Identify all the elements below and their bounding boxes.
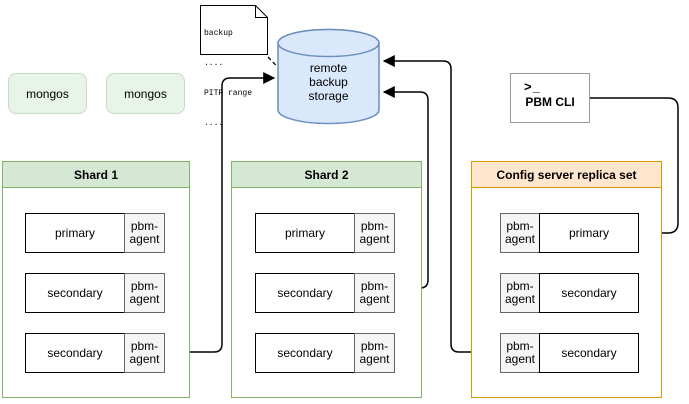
remote-backup-storage: remote backup storage [277, 28, 380, 125]
container-title: Shard 2 [304, 167, 349, 182]
config-secondary-row: pbm-agent secondary [500, 333, 639, 373]
node-box: primary [25, 213, 125, 253]
pbm-agent-box: pbm-agent [124, 273, 165, 313]
backup-note-card: backup .... PITR range .... [200, 5, 268, 128]
pbm-agent-box: pbm-agent [354, 213, 395, 253]
shard1-secondary-row: secondary pbm-agent [25, 273, 165, 313]
pbm-agent-box: pbm-agent [500, 213, 540, 253]
node-box: secondary [25, 333, 125, 373]
pbm-agent-box: pbm-agent [500, 333, 540, 373]
terminal-prompt-icon: >_ [524, 79, 541, 94]
note-line: PITR range [204, 89, 253, 98]
mongos-box-1: mongos [8, 73, 87, 114]
pbm-agent-box: pbm-agent [500, 273, 540, 313]
note-line: .... [204, 119, 224, 128]
shard1-header: Shard 1 [3, 162, 189, 188]
node-box: secondary [539, 333, 639, 373]
shard1-secondary-row: secondary pbm-agent [25, 333, 165, 373]
node-box: primary [539, 213, 639, 253]
note-shape-icon [200, 5, 268, 55]
shard1-primary-row: primary pbm-agent [25, 213, 165, 253]
node-box: secondary [255, 273, 355, 313]
pbm-agent-box: pbm-agent [124, 213, 165, 253]
mongos-box-2: mongos [106, 73, 185, 114]
node-box: primary [255, 213, 355, 253]
mongos-label: mongos [124, 86, 167, 101]
pbm-agent-box: pbm-agent [354, 333, 395, 373]
pbm-cli-label: PBM CLI [525, 95, 575, 109]
pbm-agent-box: pbm-agent [354, 273, 395, 313]
node-box: secondary [539, 273, 639, 313]
note-line: backup [204, 29, 233, 38]
storage-label: remote backup storage [308, 61, 349, 103]
container-title: Shard 1 [73, 167, 118, 182]
node-box: secondary [25, 273, 125, 313]
shard2-header: Shard 2 [232, 162, 421, 188]
shard2-secondary-row: secondary pbm-agent [255, 333, 395, 373]
config-primary-row: pbm-agent primary [500, 213, 639, 253]
pbm-cli-box: >_ PBM CLI [510, 73, 590, 123]
config-secondary-row: pbm-agent secondary [500, 273, 639, 313]
container-title: Config server replica set [496, 167, 637, 182]
mongos-label: mongos [26, 86, 69, 101]
node-box: secondary [255, 333, 355, 373]
note-line: .... [204, 59, 224, 68]
config-server-header: Config server replica set [472, 162, 661, 188]
shard2-primary-row: primary pbm-agent [255, 213, 395, 253]
shard2-secondary-row: secondary pbm-agent [255, 273, 395, 313]
pbm-agent-box: pbm-agent [124, 333, 165, 373]
database-cylinder-icon [277, 28, 380, 125]
